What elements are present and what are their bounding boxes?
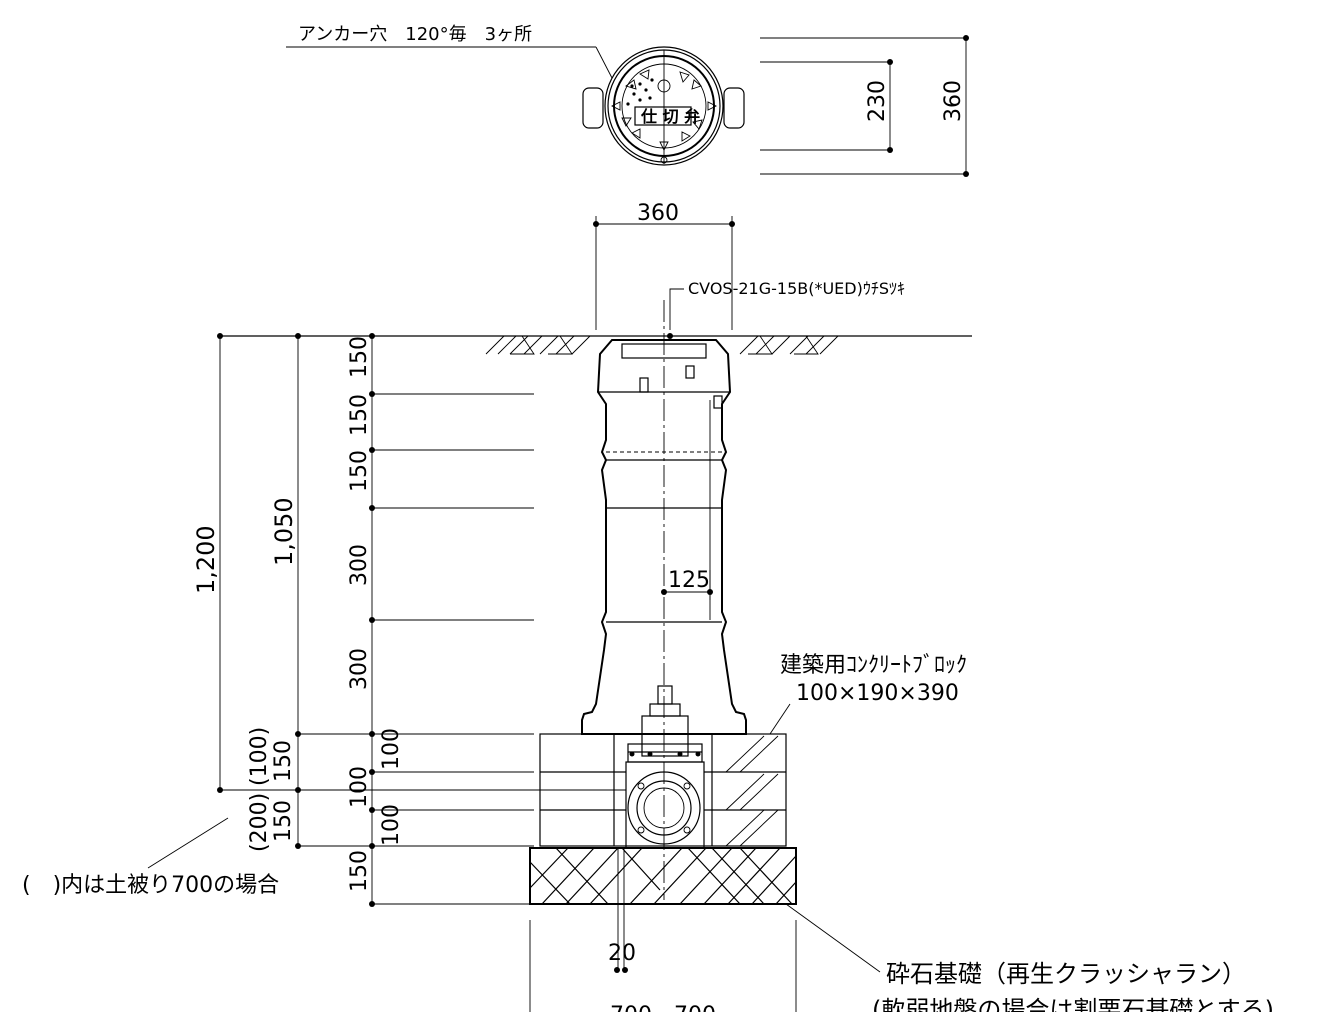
cover-frame — [621, 343, 707, 359]
dim-dots — [217, 333, 375, 907]
dim-150-foundation: 150 — [347, 850, 372, 892]
dim-125: 125 — [668, 568, 710, 593]
seg-150-2: 150 — [347, 394, 372, 436]
top-view: アンカー穴 120°毎 3ヶ所 仕 切 弁 — [286, 24, 969, 177]
gravel-foundation — [529, 847, 797, 905]
seg-300-2: 300 — [347, 648, 372, 690]
gravel-note: (軟弱地盤の場合は割栗石基礎とする) — [872, 996, 1274, 1012]
level-lines — [220, 393, 626, 905]
elevation-view: 360 CVOS-21G-15B(*UED)ｳﾁSﾂｷ — [22, 201, 1274, 1012]
bottom-dim: 700 700 — [610, 1003, 716, 1012]
gravel-title: 砕石基礎（再生クラッシャラン） — [886, 960, 1246, 988]
dim-100-2: 100 — [347, 766, 372, 808]
gate-valve — [625, 685, 705, 849]
seg-300-1: 300 — [347, 544, 372, 586]
dim-1050: 1,050 — [270, 497, 298, 566]
anchor-leader-arrow — [595, 46, 613, 79]
anchor-hole-label: アンカー穴 120°毎 3ヶ所 — [298, 24, 532, 45]
cover-depth-note: ( )内は土被り700の場合 — [22, 873, 279, 898]
block-size: 100×190×390 — [796, 681, 959, 706]
dim-150-b: 150 — [271, 800, 296, 842]
dim-360-top-view: 360 — [941, 80, 966, 122]
cover-text: 仕 切 弁 — [640, 107, 700, 126]
dim-100-3: 100 — [379, 804, 404, 846]
manhole-cover-top: 仕 切 弁 — [582, 46, 745, 166]
left-handle — [582, 87, 604, 129]
dim-20: 20 — [608, 941, 636, 966]
seg-150-1: 150 — [347, 336, 372, 378]
dim-230: 230 — [865, 80, 890, 122]
dim-200-paren: (200) — [247, 793, 272, 852]
seg-150-3: 150 — [347, 450, 372, 492]
model-label: CVOS-21G-15B(*UED)ｳﾁSﾂｷ — [688, 279, 905, 298]
dim-100-paren: (100) — [247, 727, 272, 786]
right-handle — [723, 87, 745, 129]
dim-360-elevation: 360 — [637, 201, 679, 226]
dim-1200: 1,200 — [192, 525, 220, 594]
block-title: 建築用ｺﾝｸﾘｰﾄﾌﾞﾛｯｸ — [780, 653, 967, 678]
dim-100-1: 100 — [379, 728, 404, 770]
ground-hatch — [485, 335, 839, 355]
dim-150-a: 150 — [271, 740, 296, 782]
cover-plate — [634, 106, 692, 126]
